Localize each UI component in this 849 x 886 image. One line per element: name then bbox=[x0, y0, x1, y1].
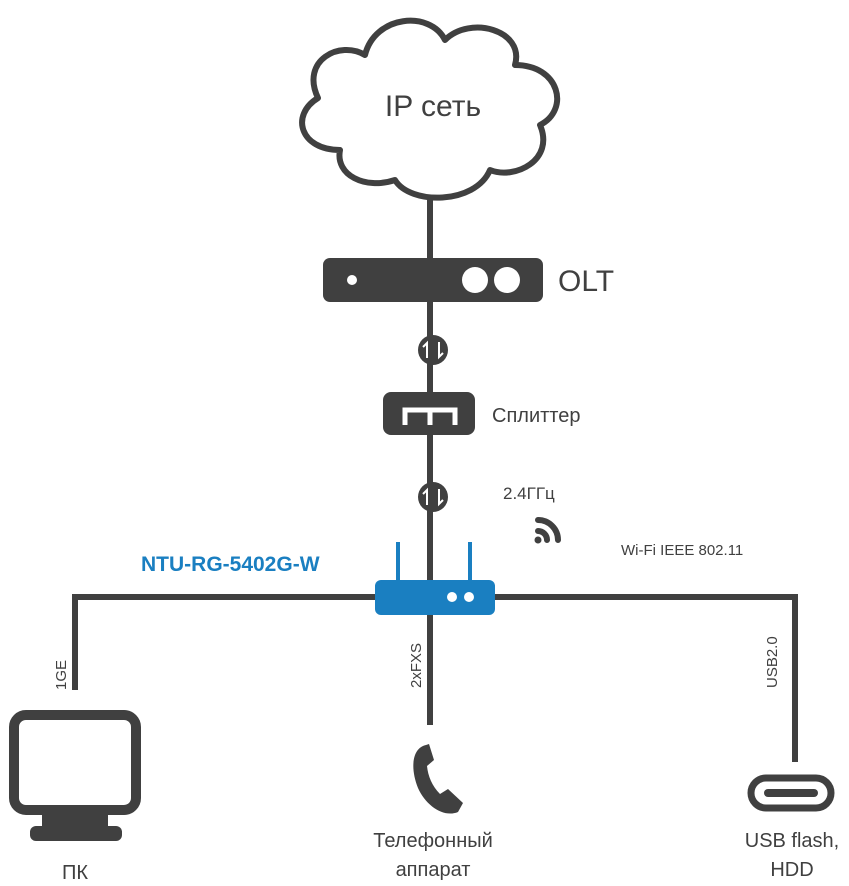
lan-link-label: 1GE bbox=[53, 660, 70, 690]
fiber-connector-icon bbox=[418, 482, 448, 512]
cloud-label: IP сеть bbox=[385, 90, 481, 123]
phone-label-line1: Телефонный bbox=[373, 830, 493, 852]
fxs-link-label: 2xFXS bbox=[408, 643, 425, 688]
usb-label-line1: USB flash, bbox=[745, 830, 839, 852]
usb-link-label: USB2.0 bbox=[764, 636, 781, 688]
device-model-label: NTU-RG-5402G-W bbox=[141, 553, 320, 576]
usb-link bbox=[495, 594, 798, 762]
pc-label: ПК bbox=[62, 862, 88, 884]
router-icon bbox=[375, 542, 495, 615]
monitor-icon bbox=[9, 710, 141, 841]
usb-label-line2: HDD bbox=[770, 859, 813, 881]
wifi-signal-icon bbox=[534, 517, 561, 544]
fiber-connector-icon bbox=[418, 335, 448, 365]
splitter-label: Сплиттер bbox=[492, 405, 580, 427]
lan-link bbox=[72, 594, 375, 690]
usb-drive-icon bbox=[747, 774, 835, 812]
wifi-band-label: 2.4ГГц bbox=[503, 484, 555, 503]
olt-icon bbox=[323, 258, 543, 302]
splitter-icon bbox=[383, 392, 475, 435]
wifi-standard-label: Wi-Fi IEEE 802.11 bbox=[621, 542, 743, 559]
phone-label-line2: аппарат bbox=[396, 859, 471, 881]
connection-lines bbox=[72, 195, 798, 762]
olt-label: OLT bbox=[558, 265, 614, 298]
phone-icon bbox=[413, 744, 463, 814]
cloud-icon bbox=[299, 17, 561, 201]
